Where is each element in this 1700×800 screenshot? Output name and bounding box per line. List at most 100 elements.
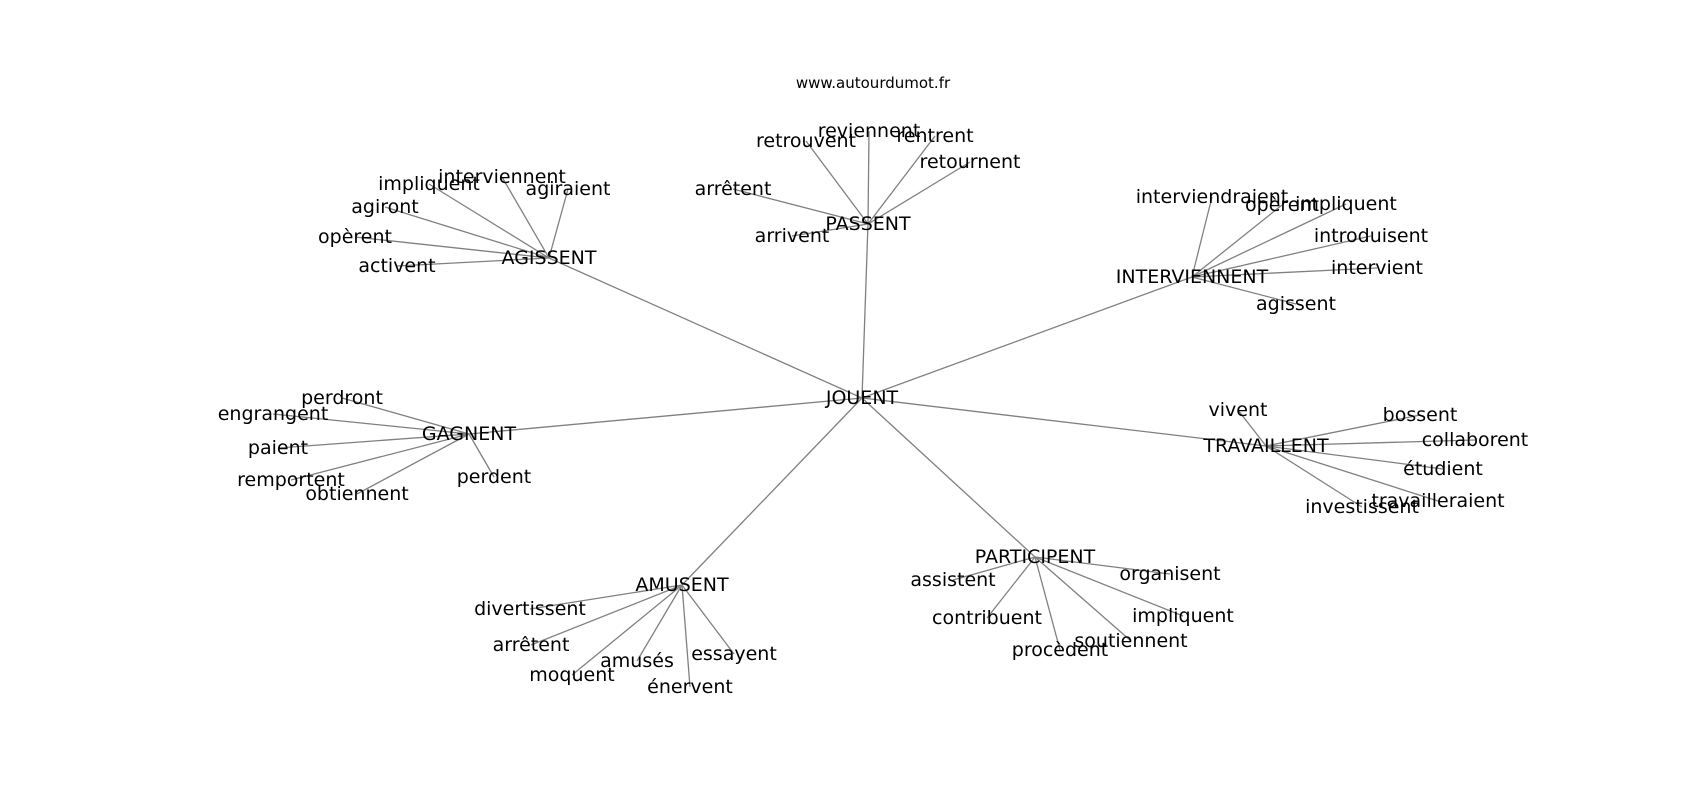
edge-gagnent-word [468,433,495,478]
edge-travaillent-word [1265,445,1444,470]
hub-node-passent: PASSENT [825,213,911,235]
edge-travaillent-word [1265,439,1476,447]
leaf-node-label: remportent [237,469,345,491]
edge-interviennent-word [1191,276,1297,305]
leaf-node-label: perdront [301,387,383,409]
edge-center-to-travaillent [861,397,1267,447]
edge-participent-word [1034,556,1171,575]
leaf-node-label: collaborent [1422,429,1529,451]
leaf-node-label: investissent [1305,496,1419,518]
edge-agissent-word [354,236,550,259]
edge-agissent-word [384,206,550,259]
leaf-node-label: organisent [1119,563,1220,585]
edge-passent-word [867,135,936,225]
leaf-node-label: impliquent [378,173,480,195]
edge-center-to-agissent [548,257,863,399]
hub-node-interviennent: INTERVIENNENT [1116,266,1269,288]
leaf-node-label: impliquent [1132,605,1234,627]
hub-node-agissent: AGISSENT [502,247,597,269]
edge-gagnent-word [356,433,470,495]
edge-travaillent-word [1265,445,1439,502]
leaf-node-label: impliquent [1295,193,1397,215]
edge-participent-word [986,556,1036,619]
leaf-node-label: paient [248,437,308,459]
edge-participent-word [1034,556,1184,617]
edge-agissent-word [501,176,550,259]
leaf-node-label: arrivent [755,225,830,247]
leaf-node-label: soutiennent [1074,630,1187,652]
edges-layer [272,130,1476,688]
leaf-node-label: moquent [529,664,614,686]
hub-node-participent: PARTICIPENT [975,546,1096,568]
edge-center-to-participent [861,397,1036,558]
edge-amusent-word [636,584,683,662]
leaf-node-label: énervent [647,676,733,698]
leaf-node-label: interviennent [438,166,566,188]
edge-participent-word [952,556,1036,581]
edge-center-to-amusent [681,397,863,586]
edge-passent-word [867,161,971,225]
edge-travaillent-word [1237,409,1267,447]
leaf-node-label: reviennent [818,120,921,142]
edge-passent-word [805,140,869,225]
edge-travaillent-word [1265,445,1363,508]
leaf-node-label: divertissent [474,598,586,620]
leaf-node-label: introduisent [1314,225,1428,247]
edge-participent-word [1034,556,1061,651]
edge-passent-word [791,223,869,237]
edge-interviennent-word [1191,196,1213,278]
leaf-node-label: opèrent [1245,194,1319,216]
edge-center-to-interviennent [861,276,1193,399]
leaf-node-label: obtiennent [305,483,408,505]
edge-center-to-passent [861,223,869,399]
edge-amusent-word [681,584,691,688]
edge-gagnent-word [272,413,470,435]
edge-interviennent-word [1191,203,1347,278]
leaf-node-label: opèrent [318,226,392,248]
leaf-node-label: interviendraient [1136,186,1289,208]
hub-node-gagnent: GAGNENT [422,423,517,445]
leaf-node-label: arrêtent [695,178,772,200]
leaf-node-label: assistent [910,569,995,591]
leaf-node-label: arrêtent [493,634,570,656]
edge-interviennent-word [1191,235,1372,278]
edge-amusent-word [681,584,735,655]
leaf-node-label: contribuent [932,607,1042,629]
leaf-node-label: retrouvent [756,130,856,152]
leaf-node-label: perdent [457,466,531,488]
leaf-node-label: agissent [1256,293,1336,315]
edge-passent-word [867,130,870,225]
site-url: www.autourdumot.fr [796,74,951,92]
leaf-node-label: rentrent [896,125,973,147]
edge-agissent-word [396,257,550,267]
leaf-node-label: engrangent [218,403,329,425]
leaf-node-label: intervient [1331,257,1423,279]
edge-travaillent-word [1265,414,1421,447]
edge-agissent-word [548,188,569,259]
leaf-node-label: agiraient [526,178,611,200]
edge-participent-word [1034,556,1132,642]
edge-gagnent-word [277,433,470,449]
edge-gagnent-word [341,397,470,435]
leaf-node-label: bossent [1383,404,1458,426]
leaf-node-label: agiront [351,196,419,218]
edge-amusent-word [530,584,683,646]
hub-node-amusent: AMUSENT [635,574,729,596]
leaf-node-label: étudient [1403,458,1483,480]
edge-gagnent-word [290,433,470,481]
edge-amusent-word [529,584,683,610]
leaf-node-label: amusés [600,650,674,672]
edge-interviennent-word [1191,204,1283,278]
edge-interviennent-word [1191,267,1378,278]
leaf-node-label: vivent [1209,399,1268,421]
leaf-node-label: procèdent [1012,639,1108,661]
center-node-label: JOUENT [825,387,899,409]
edge-amusent-word [571,584,683,676]
hub-node-travaillent: TRAVAILLENT [1202,435,1329,457]
leaf-node-label: essayent [691,643,777,665]
leaf-node-label: retournent [920,151,1021,173]
edge-passent-word [732,188,869,225]
leaf-node-label: travailleraient [1371,490,1504,512]
